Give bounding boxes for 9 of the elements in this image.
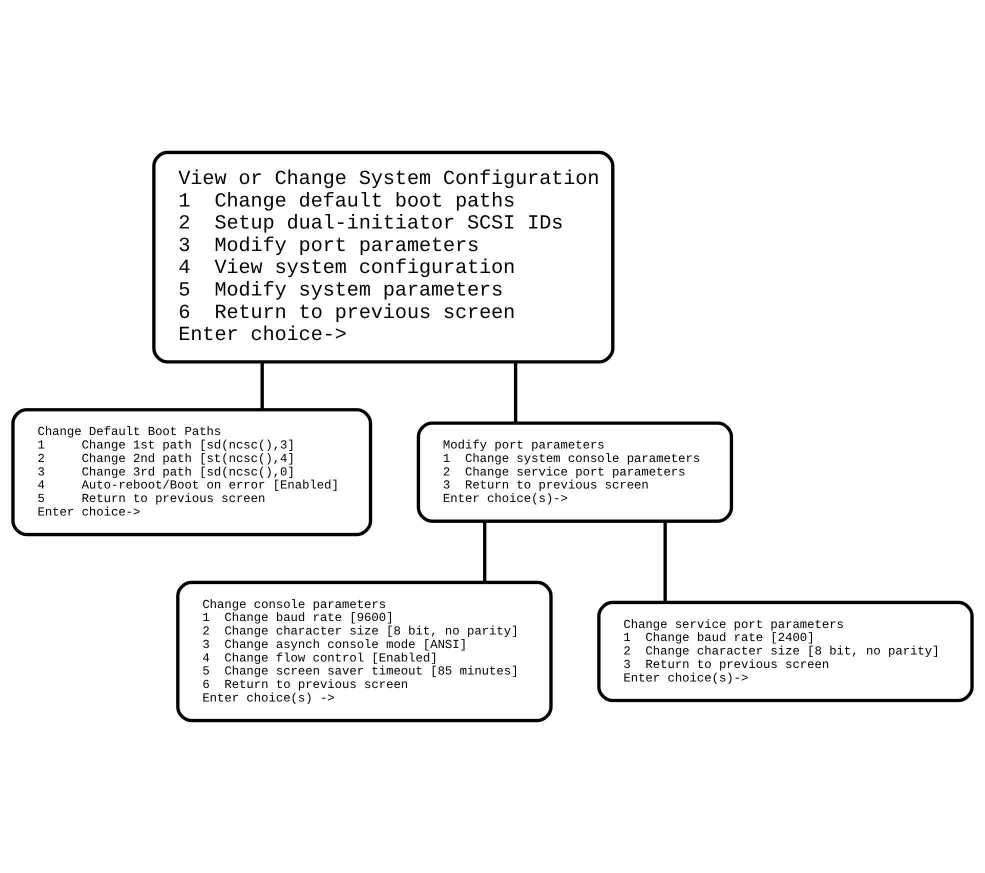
connector — [514, 362, 518, 424]
node-box: Change service port parameters 1 Change baud rate [2400] 2 Change character size [8 bit, no parity] 3 Return to previous screen Enter choice(s)-> — [597, 600, 974, 702]
connector — [663, 522, 667, 602]
node-box: Change console parameters 1 Change baud rate [9600] 2 Change character size [8 bit, no parity] 3 Change asynch console mode [ANSI] 4 Change flow control [Enabled] 5 Change screen saver timeout [85 minutes] 6 Return to previous screen Enter choice(s) -> — [176, 580, 553, 722]
node-box: Modify port parameters 1 Change system console parameters 2 Change service port parameters 3 Return to previous screen Enter choice(s)-> — [416, 421, 734, 523]
connector — [260, 362, 264, 410]
connector — [483, 522, 486, 582]
node-box: View or Change System Configuration 1 Change default boot paths 2 Setup dual-initiator SCSI IDs 3 Modify port parameters 4 View system configuration 5 Modify system parameters 6 Return to previous screen Enter choice-> — [152, 150, 614, 364]
node-box: Change Default Boot Paths 1 Change 1st path [sd(ncsc(),3] 2 Change 2nd path [st(ncsc(),4] 3 Change 3rd path [sd(ncsc(),0] 4 Auto-reboot/Boot on error [Enabled] 5 Return to previous screen Enter choice-> — [11, 408, 372, 536]
